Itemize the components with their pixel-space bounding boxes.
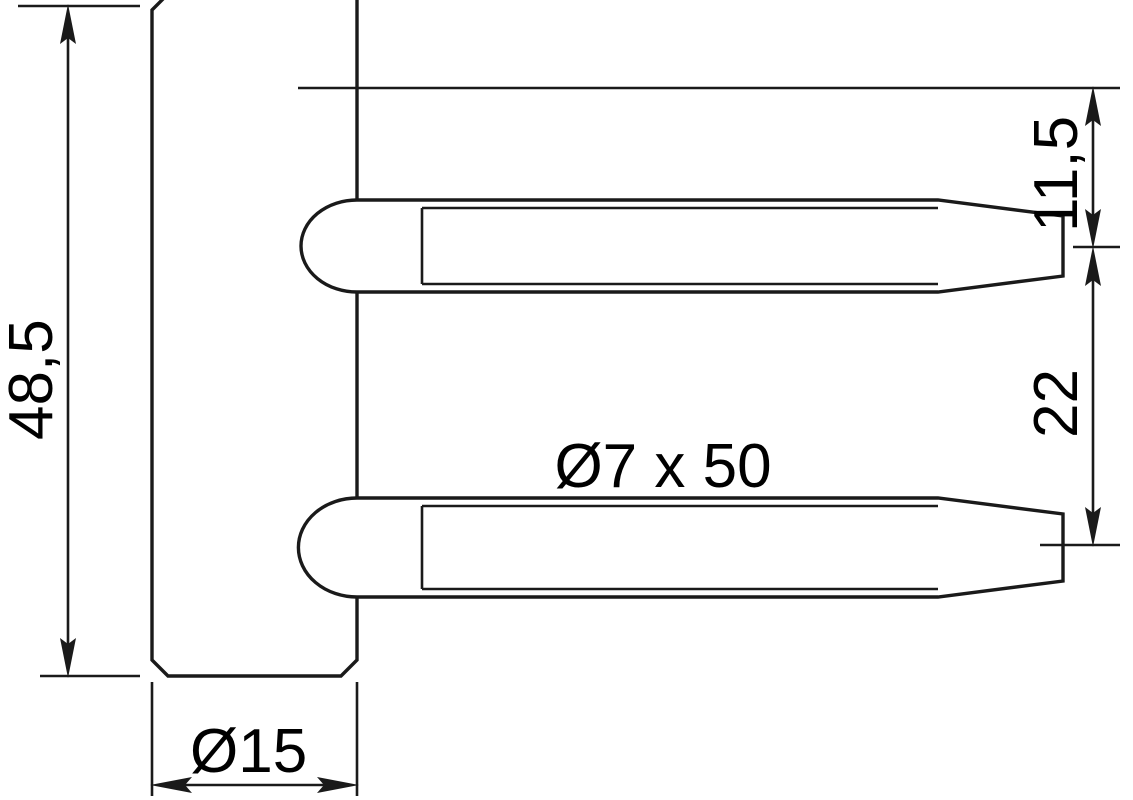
arrow-down-48-5 <box>60 638 76 678</box>
arrow-down-22 <box>1085 507 1101 547</box>
dim-text-d15: Ø15 <box>190 717 307 786</box>
dimension-body-diameter: Ø15 <box>150 682 359 796</box>
callout-text-pin-spec: Ø7 x 50 <box>554 432 771 501</box>
dim-text-22: 22 <box>1022 369 1091 438</box>
upper-pin-inner-lines <box>420 206 938 286</box>
hinge-body-outline <box>150 0 359 678</box>
upper-pin-outline <box>299 198 1065 294</box>
dimension-overall-height: 48,5 <box>0 4 140 678</box>
upper-pin-group <box>299 198 1065 294</box>
arrow-down-11-5 <box>1085 209 1101 249</box>
lower-pin-inner-lines <box>420 504 938 591</box>
lower-pin-outline <box>296 496 1065 599</box>
arrow-left-d15 <box>150 777 192 793</box>
arrow-up-22 <box>1085 246 1101 286</box>
hinge-body-group <box>150 0 359 678</box>
arrow-right-d15 <box>317 777 359 793</box>
dimension-pin-spacing: 22 <box>1022 246 1120 547</box>
dimension-upper-offset: 11,5 <box>298 86 1120 249</box>
dim-text-48-5: 48,5 <box>0 319 66 440</box>
lower-pin-group <box>296 496 1065 599</box>
arrow-up-48-5 <box>60 4 76 44</box>
callout-pin-spec: Ø7 x 50 <box>554 432 771 501</box>
dim-text-11-5: 11,5 <box>1022 116 1091 232</box>
arrow-up-11-5 <box>1085 86 1101 126</box>
